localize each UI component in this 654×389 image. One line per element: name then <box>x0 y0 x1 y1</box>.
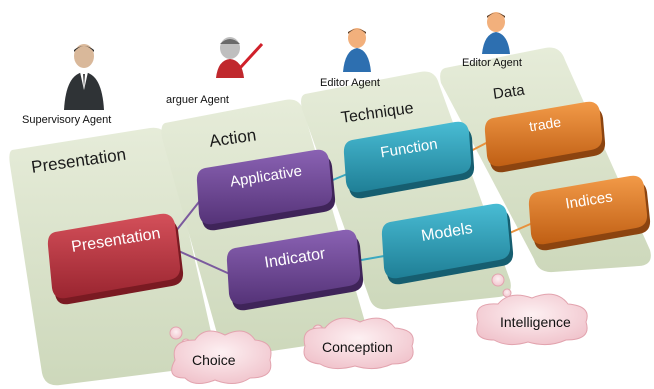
box-indicator-shape <box>226 229 364 311</box>
cloud-conception: Conception <box>322 339 393 355</box>
box-models-shape <box>381 203 514 285</box>
agent-label-editor-1: Editor Agent <box>320 77 380 89</box>
agent-label-supervisory: Supervisory Agent <box>22 114 112 126</box>
cloud-intelligence-shape <box>476 273 588 346</box>
arguer-agent-icon <box>216 37 264 78</box>
agent-label-arguer: arguer Agent <box>166 94 229 106</box>
connector-presentation-indicator <box>171 247 233 276</box>
box-function-shape <box>343 121 475 199</box>
box-applicative-shape <box>196 149 336 231</box>
box-indices-shape <box>528 175 651 251</box>
supervisory-agent-icon <box>64 44 104 110</box>
box-trade-shape <box>484 101 606 173</box>
agent-label-editor-2: Editor Agent <box>462 57 522 69</box>
cloud-conception-shape <box>303 317 414 370</box>
editor-agent-2-icon <box>482 12 510 54</box>
box-presentation-shape <box>47 213 184 305</box>
cloud-choice: Choice <box>192 352 236 368</box>
editor-agent-1-icon <box>343 28 371 72</box>
cloud-intelligence: Intelligence <box>500 314 571 330</box>
cloud-choice-shape <box>169 326 272 384</box>
